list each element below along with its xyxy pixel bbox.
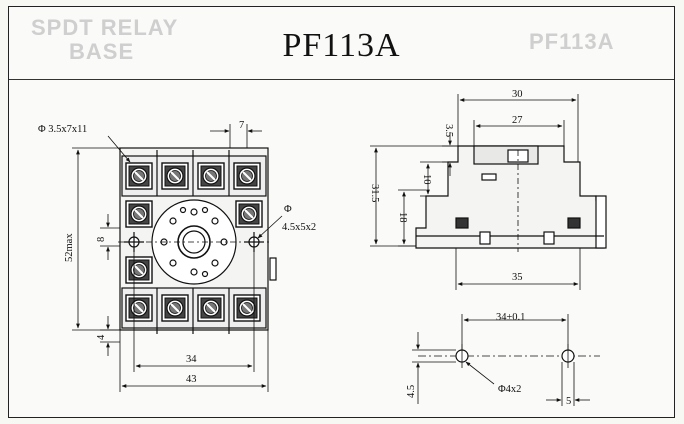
dim-mount-left: 4.5 (406, 385, 417, 398)
dim-side-inner-width: 27 (512, 115, 523, 126)
title-bar: SPDT RELAY BASE PF113A PF113A (9, 7, 674, 80)
ghost-text-right: PF113A (529, 29, 615, 54)
dim-side-height: 31.5 (369, 184, 380, 202)
screw-hole-label-bottom: 4.5x5x2 (282, 222, 316, 233)
dim-front-outer-width: 43 (186, 374, 197, 385)
page-title: PF113A (282, 27, 401, 64)
hole-spec-label: Φ 3.5x7x11 (38, 124, 87, 135)
dim-side-bottom-width: 35 (512, 272, 523, 283)
mount-view (412, 314, 600, 406)
dim-side-slot: 10 (421, 174, 432, 185)
socket-pins (160, 206, 228, 278)
ghost-text-left-1: SPDT RELAY (31, 15, 179, 40)
dim-front-top: 7 (239, 120, 244, 131)
side-view (415, 145, 607, 252)
dim-mount-hole: Φ4x2 (498, 384, 521, 395)
screw-hole-label-top: Φ (284, 204, 292, 215)
dim-side-top-small: 3.5 (443, 124, 454, 137)
dim-side-top-width: 30 (512, 89, 523, 100)
dim-front-center: 8 (96, 237, 107, 242)
dim-front-height: 52max (64, 233, 75, 262)
ghost-text-left-2: BASE (69, 39, 135, 64)
dim-front-inner-width: 34 (186, 354, 197, 365)
dim-front-bottom: 4 (96, 334, 107, 340)
dim-mount-right: 5 (566, 396, 571, 407)
dim-side-rail: 18 (397, 212, 408, 223)
dim-mount-pitch: 34±0.1 (496, 312, 525, 323)
